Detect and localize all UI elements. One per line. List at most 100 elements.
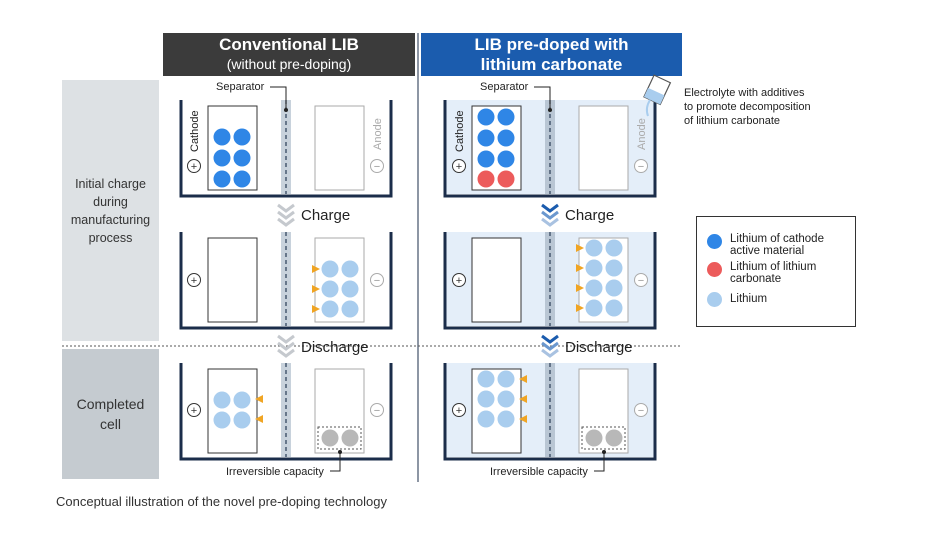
predoped-cell-completed: + − Irreversible capacity [443, 363, 657, 478]
lithium [497, 390, 515, 408]
minus-terminal-icon [634, 273, 648, 287]
irreversible-capacity-label: Irreversible capacity [226, 466, 324, 478]
discharge-step-conventional: Discharge [277, 334, 369, 358]
cathode-lithium [213, 149, 231, 167]
predoped-header-title: LIB pre-doped with [474, 35, 629, 54]
cathode-label: Cathode [189, 110, 201, 152]
separator [545, 100, 555, 194]
cathode-label: Cathode [454, 110, 466, 152]
minus-sign: − [638, 161, 644, 173]
irreversible-lithium [341, 429, 359, 447]
irreversible-capacity-box [317, 426, 362, 450]
lithium [605, 279, 623, 297]
row-label-initial-charge: Initial charge during manufacturing proc… [62, 80, 159, 341]
cathode-lithium [477, 150, 495, 168]
cathode-electrode [471, 237, 522, 323]
predoped-header: LIB pre-doped with lithium carbonate [421, 33, 682, 76]
plus-terminal-icon [187, 403, 201, 417]
lithium [585, 239, 603, 257]
plus-terminal-icon [187, 159, 201, 173]
cathode-lithium [233, 149, 251, 167]
legend-swatch [707, 262, 722, 277]
charge-label: Charge [301, 207, 350, 224]
lithium [605, 239, 623, 257]
lithium [477, 410, 495, 428]
minus-sign: − [638, 405, 644, 417]
lithium [497, 370, 515, 388]
lithium [341, 300, 359, 318]
irreversible-lithium [585, 429, 603, 447]
lithium [341, 260, 359, 278]
anode-electrode [314, 105, 365, 191]
conventional-cell-completed: + − Irreversible capacity [179, 363, 393, 478]
irreversible-lithium [605, 429, 623, 447]
legend-label-line2: active material [730, 245, 805, 257]
lithium [321, 280, 339, 298]
lithium [341, 280, 359, 298]
charge-label: Charge [565, 207, 614, 224]
cathode-lithium [213, 128, 231, 146]
lithium [321, 300, 339, 318]
figure-caption: Conceptual illustration of the novel pre… [56, 494, 387, 509]
cathode-electrode [207, 368, 258, 454]
minus-terminal-icon [370, 273, 384, 287]
irreversible-capacity-label: Irreversible capacity [490, 466, 588, 478]
discharge-step-predoped: Discharge [541, 334, 633, 358]
conventional-header-subtitle: (without pre-doping) [226, 56, 352, 72]
plus-sign: + [191, 161, 197, 173]
lithium [213, 411, 231, 429]
conventional-cell-initial: + Cathode − Anode Separator [179, 81, 393, 198]
minus-terminal-icon [370, 403, 384, 417]
plus-terminal-icon [452, 273, 466, 287]
minus-terminal-icon [634, 403, 648, 417]
plus-terminal-icon [187, 273, 201, 287]
cathode-lithium [497, 150, 515, 168]
lithium [585, 279, 603, 297]
plus-sign: + [191, 275, 197, 287]
lithium [213, 391, 231, 409]
legend-label-line1: Lithium [730, 293, 768, 305]
cathode-lithium [233, 128, 251, 146]
row-label-completed-cell: Completed cell [62, 349, 159, 479]
separator [281, 100, 291, 194]
minus-sign: − [638, 275, 644, 287]
charge-step-predoped: Charge [541, 203, 614, 227]
lithium [585, 299, 603, 317]
charge-step-conventional: Charge [277, 203, 350, 227]
electrolyte-label-line1: Electrolyte with additives [684, 87, 805, 99]
conventional-header: Conventional LIB (without pre-doping) [163, 33, 415, 76]
minus-sign: − [374, 405, 380, 417]
separator-pointer [270, 86, 287, 110]
lithium [477, 390, 495, 408]
legend-label-line2: carbonate [730, 273, 782, 285]
row-label-initial-charge-text: Initial charge during manufacturing proc… [70, 176, 151, 245]
beaker-icon [643, 74, 672, 106]
carbonate-lithium [477, 170, 495, 188]
plus-sign: + [456, 161, 462, 173]
lithium [497, 410, 515, 428]
minus-terminal-icon [634, 159, 648, 173]
plus-sign: + [191, 405, 197, 417]
plus-terminal-icon [452, 159, 466, 173]
lithium [233, 391, 251, 409]
anode-label: Anode [636, 118, 648, 150]
irreversible-pointer [330, 452, 341, 472]
row-label-completed-cell-text: Completed cell [76, 396, 145, 432]
discharge-label: Discharge [301, 339, 369, 356]
minus-terminal-icon [370, 159, 384, 173]
carbonate-lithium [497, 170, 515, 188]
minus-sign: − [374, 161, 380, 173]
lithium [477, 370, 495, 388]
lithium [585, 259, 603, 277]
anode-electrode [578, 105, 629, 191]
separator-label: Separator [216, 81, 265, 93]
minus-sign: − [374, 275, 380, 287]
cathode-lithium [497, 129, 515, 147]
lithium [605, 259, 623, 277]
lithium [321, 260, 339, 278]
discharge-label: Discharge [565, 339, 633, 356]
